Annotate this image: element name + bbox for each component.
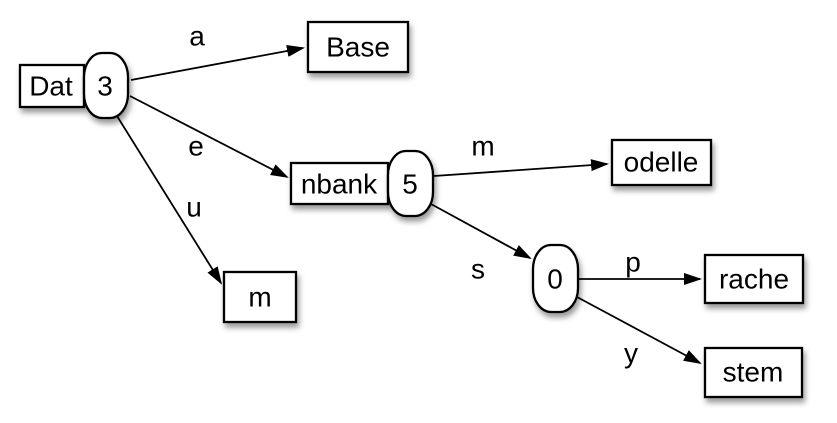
edge-label-p: p [625,247,641,278]
node-zero: 0 [531,243,580,314]
node-odelle-box [610,138,713,187]
node-stem-label: stem [723,357,784,388]
node-dat-label: Dat [29,71,73,102]
edge-line-y [576,296,702,364]
node-base-label: Base [326,32,390,63]
node-zero-count-oval [531,243,580,314]
edge-nbank-odelle: m [433,131,609,177]
node-odelle-label: odelle [624,147,699,178]
edge-dat-m: u [116,115,223,285]
edge-dat-base: a [130,21,305,81]
edge-zero-rache: p [579,247,702,285]
edge-label-a: a [189,21,205,52]
node-odelle: odelle [610,138,713,187]
edge-label-e: e [188,131,204,162]
edge-label-y: y [624,338,638,369]
node-nbank-label: nbank [301,169,378,200]
edge-label-s: s [471,254,485,285]
edges: a e u m s p y [116,21,702,369]
edge-line-e [129,95,289,178]
edge-label-u: u [186,192,202,223]
node-dat-count-oval [82,51,130,120]
node-base: Base [306,20,410,74]
edge-line-u [116,115,223,285]
node-m-box [222,270,298,324]
node-dat-count: 3 [97,71,113,102]
edge-line-m [433,159,609,177]
node-nbank: nbank 5 [289,149,435,218]
node-m-label: m [248,282,271,313]
node-rache-box [703,253,805,305]
node-stem-box [703,346,804,399]
node-nbank-count-oval [386,149,435,218]
node-rache-label: rache [719,264,789,295]
edge-zero-stem: y [576,296,702,369]
node-rache: rache [703,253,805,305]
nodes: Dat 3 Base nbank 5 m odelle [18,20,805,399]
edge-nbank-zero: s [430,203,532,285]
edge-label-m: m [471,131,494,162]
node-nbank-count: 5 [402,169,418,200]
node-base-box [306,20,410,74]
node-nbank-box [289,161,390,206]
node-zero-count: 0 [547,264,563,295]
node-m: m [222,270,298,324]
node-stem: stem [703,346,804,399]
edge-line-s [430,203,532,259]
node-dat-box [18,63,86,109]
edge-dat-nbank: e [129,95,289,178]
edge-line-a [130,45,305,81]
node-dat: Dat 3 [18,51,130,120]
